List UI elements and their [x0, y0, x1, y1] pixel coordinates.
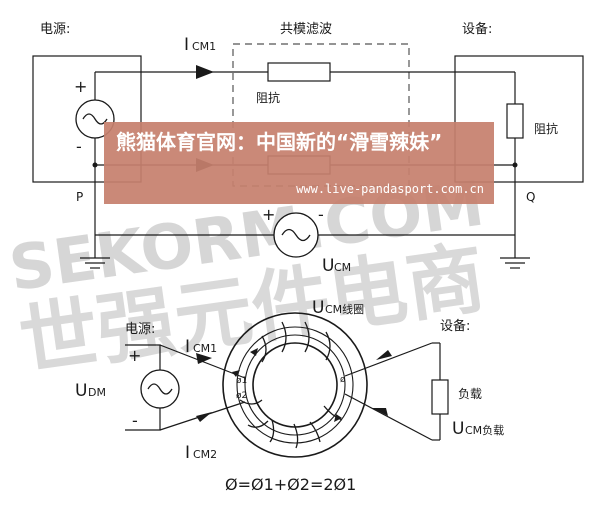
top-source-label: 电源:: [40, 22, 70, 37]
top-filter-label: 共模滤波: [280, 22, 332, 37]
load-wire-top: [344, 342, 433, 377]
coil-voltage-main: U: [312, 298, 324, 318]
load-voltage-main: U: [452, 419, 464, 439]
load-impedance: [506, 103, 524, 139]
bottom-plus: +: [128, 346, 141, 365]
load-label: 负载: [458, 387, 482, 401]
node-p-label: P: [76, 190, 83, 204]
top-icm1-main: I: [184, 35, 189, 55]
dm-wire-bottom: [125, 408, 161, 431]
udm-sub: DM: [88, 386, 106, 399]
ground-symbol-left: [80, 235, 110, 269]
bottom-minus: -: [132, 411, 138, 430]
bottom-icm2-main: I: [185, 443, 190, 463]
phi1-label: ø1: [236, 376, 247, 386]
banner-url[interactable]: www.live-pandasport.com.cn: [296, 182, 484, 196]
dm-ac-source: [140, 369, 180, 409]
node-p-dot: [92, 162, 98, 168]
ucm-main: U: [322, 256, 334, 276]
phi-label: ø: [340, 375, 346, 385]
flux-path-1: [236, 326, 354, 444]
ucm-ac-source: [273, 212, 319, 258]
flux-arrow-2: [334, 414, 342, 422]
bottom-icm1-main: I: [185, 337, 190, 357]
flux-arrow-1: [250, 348, 258, 356]
load-voltage-sub: CM负载: [465, 423, 504, 437]
load-arrow-top: [376, 350, 392, 360]
flux-equation: Ø=Ø1+Ø2=2Ø1: [225, 475, 356, 494]
source-box: [32, 55, 142, 183]
node-q-label: Q: [526, 190, 535, 204]
ground-symbol-right: [500, 235, 530, 269]
bottom-icm2-sub: CM2: [193, 448, 217, 461]
top-impedance-label-2: 阻抗: [534, 121, 558, 136]
device-box: [454, 55, 584, 183]
ucm-plus: +: [262, 205, 275, 224]
top-icm1-sub: CM1: [192, 40, 216, 53]
flux-path-2: [244, 334, 346, 436]
phi2-label: ø2: [236, 391, 247, 401]
ucm-sub: CM: [334, 261, 351, 274]
load-arrow-bottom: [372, 408, 388, 416]
common-mode-filter-box: [232, 43, 410, 187]
top-impedance-label-1: 阻抗: [256, 90, 280, 105]
promo-banner[interactable]: 熊猫体育官网：中国新的“滑雪辣妹” www.live-pandasport.co…: [104, 122, 494, 204]
banner-title[interactable]: 熊猫体育官网：中国新的“滑雪辣妹”: [116, 130, 443, 154]
top-minus: -: [76, 137, 82, 156]
bottom-icm1-arrow: [196, 353, 212, 364]
icm1-arrow-top: [196, 65, 214, 79]
ucm-minus: -: [318, 205, 324, 224]
bottom-icm1-sub: CM1: [193, 342, 217, 355]
bottom-icm2-arrow: [196, 412, 212, 422]
flux-arrow-3: [232, 370, 240, 377]
udm-main: U: [75, 381, 87, 401]
coil-voltage-sub: CM线圈: [325, 302, 364, 316]
top-plus: +: [74, 77, 87, 96]
filter-impedance-1: [267, 62, 331, 82]
node-q-dot: [512, 162, 518, 168]
load-wire-bottom: [344, 393, 433, 441]
toroid-windings: [239, 321, 343, 449]
load-resistor: [431, 379, 449, 415]
bottom-source-label: 电源:: [125, 322, 155, 337]
toroid-outer: [222, 312, 368, 458]
bottom-device-label: 设备:: [440, 318, 470, 334]
top-device-label: 设备:: [462, 21, 492, 37]
